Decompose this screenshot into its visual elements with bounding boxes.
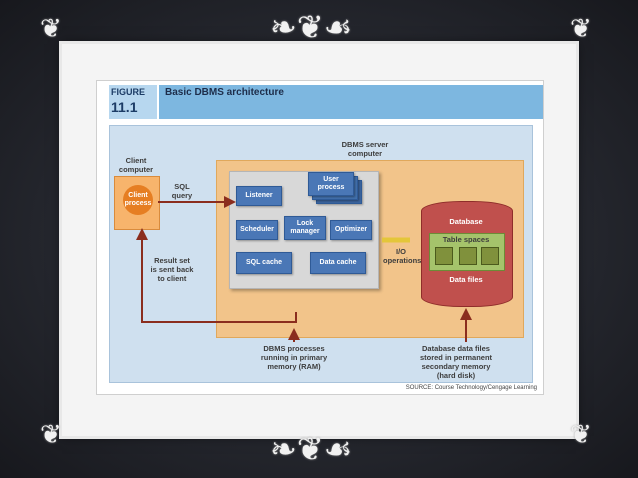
ornament-top-left-icon: ❦ [40, 14, 62, 44]
listener: Listener [236, 186, 282, 206]
figure-word: FIGURE [111, 87, 146, 97]
ornament-top-right-icon: ❦ [570, 14, 592, 44]
client-computer: Client process [114, 176, 160, 230]
data-files-label: Data files [449, 275, 483, 284]
data-file-3 [481, 247, 499, 265]
client-computer-label: Client computer [118, 156, 154, 174]
io-label: I/O operations [383, 247, 422, 265]
ornament-bottom-left-icon: ❦ [40, 420, 62, 450]
result-set-label: Result set is sent back to client [150, 256, 194, 283]
ornament-bottom-right-icon: ❦ [570, 420, 592, 450]
data-cache: Data cache [310, 252, 366, 274]
ornament-top-center-icon: ❧❦☙ [270, 8, 353, 46]
sql-query-label: SQL query [171, 182, 193, 200]
dbms-server: User process Listener Scheduler Lock man… [216, 160, 524, 338]
database-title: Database [449, 217, 483, 226]
database-files-label: Database data files stored in permanent … [419, 344, 493, 380]
result-set-arrow [136, 228, 297, 323]
data-file-2 [459, 247, 477, 265]
diagram-panel: Client computer Client process SQL query… [109, 125, 533, 383]
table-spaces-label: Table spaces [442, 235, 490, 244]
dbms-server-label: DBMS server computer [341, 140, 389, 158]
figure-number: 11.1 [111, 99, 138, 115]
lock-manager: Lock manager [284, 216, 326, 240]
primary-memory: User process Listener Scheduler Lock man… [229, 171, 379, 289]
figure-title: Basic DBMS architecture [165, 87, 284, 98]
dbms-processes-label: DBMS processes running in primary memory… [260, 344, 328, 371]
ornament-bottom-center-icon: ❧❦☙ [270, 430, 353, 468]
figure-title-bar: Basic DBMS architecture [159, 85, 543, 119]
arrows [136, 196, 472, 342]
figure-label: FIGURE 11.1 [109, 85, 157, 119]
client-process: Client process [123, 185, 153, 215]
scheduler: Scheduler [236, 220, 278, 240]
sql-cache: SQL cache [236, 252, 292, 274]
data-file-1 [435, 247, 453, 265]
figure-header: FIGURE 11.1 Basic DBMS architecture [97, 81, 543, 121]
source-note: SOURCE: Course Technology/Cengage Learni… [405, 385, 537, 391]
optimizer: Optimizer [330, 220, 372, 240]
figure-card: FIGURE 11.1 Basic DBMS architecture Clie… [96, 80, 544, 395]
user-process: User process [308, 172, 354, 196]
